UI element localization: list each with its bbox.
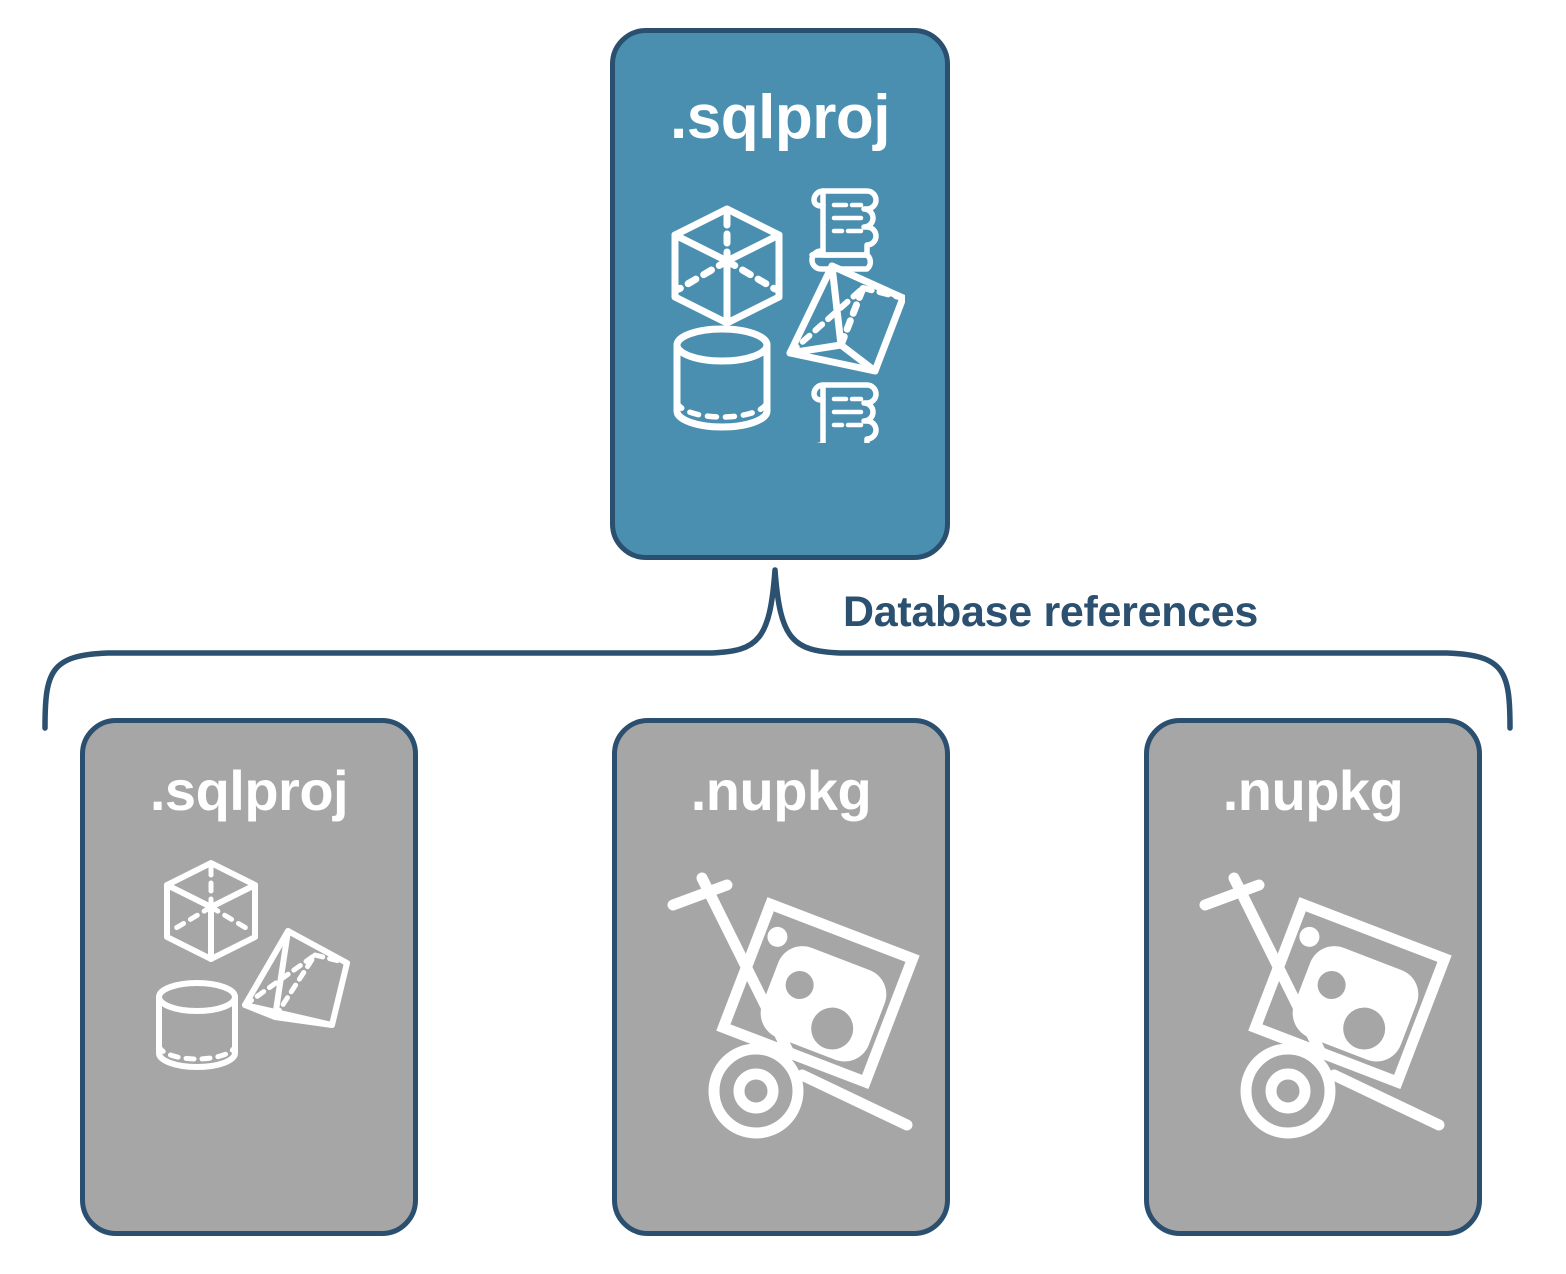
ref2-icons-svg [667,872,920,1139]
nuget-package-box [716,897,920,1090]
pyramid-icon [242,928,350,1028]
cylinder-icon [156,980,238,1070]
node-sqlproj-root[interactable]: .sqlproj [610,28,950,560]
node-ref3-label: .nupkg [1222,759,1404,822]
scroll-icon [809,382,879,466]
ref2-icon-group [617,853,955,1223]
nuget-package-box [1248,897,1452,1090]
root-icon-group [665,173,907,466]
hand-truck-wheel-outer [1240,1043,1336,1139]
cylinder-icon [673,325,771,431]
ref3-icons-svg [1199,872,1452,1139]
ref1-icon-group [85,853,423,1223]
root-icons-svg [671,188,907,466]
node-sqlproj-reference[interactable]: .sqlproj [80,718,418,1236]
hand-truck-wheel-inner [1265,1068,1311,1114]
ref1-icons-svg [156,860,350,1070]
hand-truck-wheel-inner [733,1068,779,1114]
node-nupkg-reference-1[interactable]: .nupkg [612,718,950,1236]
scroll-icon [809,188,879,272]
pyramid-icon [786,262,907,375]
node-nupkg-reference-2[interactable]: .nupkg [1144,718,1482,1236]
hand-truck-wheel-outer [708,1043,804,1139]
cube-icon [164,860,258,962]
ref3-icon-group [1149,853,1487,1223]
node-ref1-label: .sqlproj [149,759,349,822]
cube-icon [671,205,783,327]
node-ref2-label: .nupkg [690,759,872,822]
brace-caption-label: Database references [843,588,1258,636]
node-root-label: .sqlproj [670,83,890,152]
